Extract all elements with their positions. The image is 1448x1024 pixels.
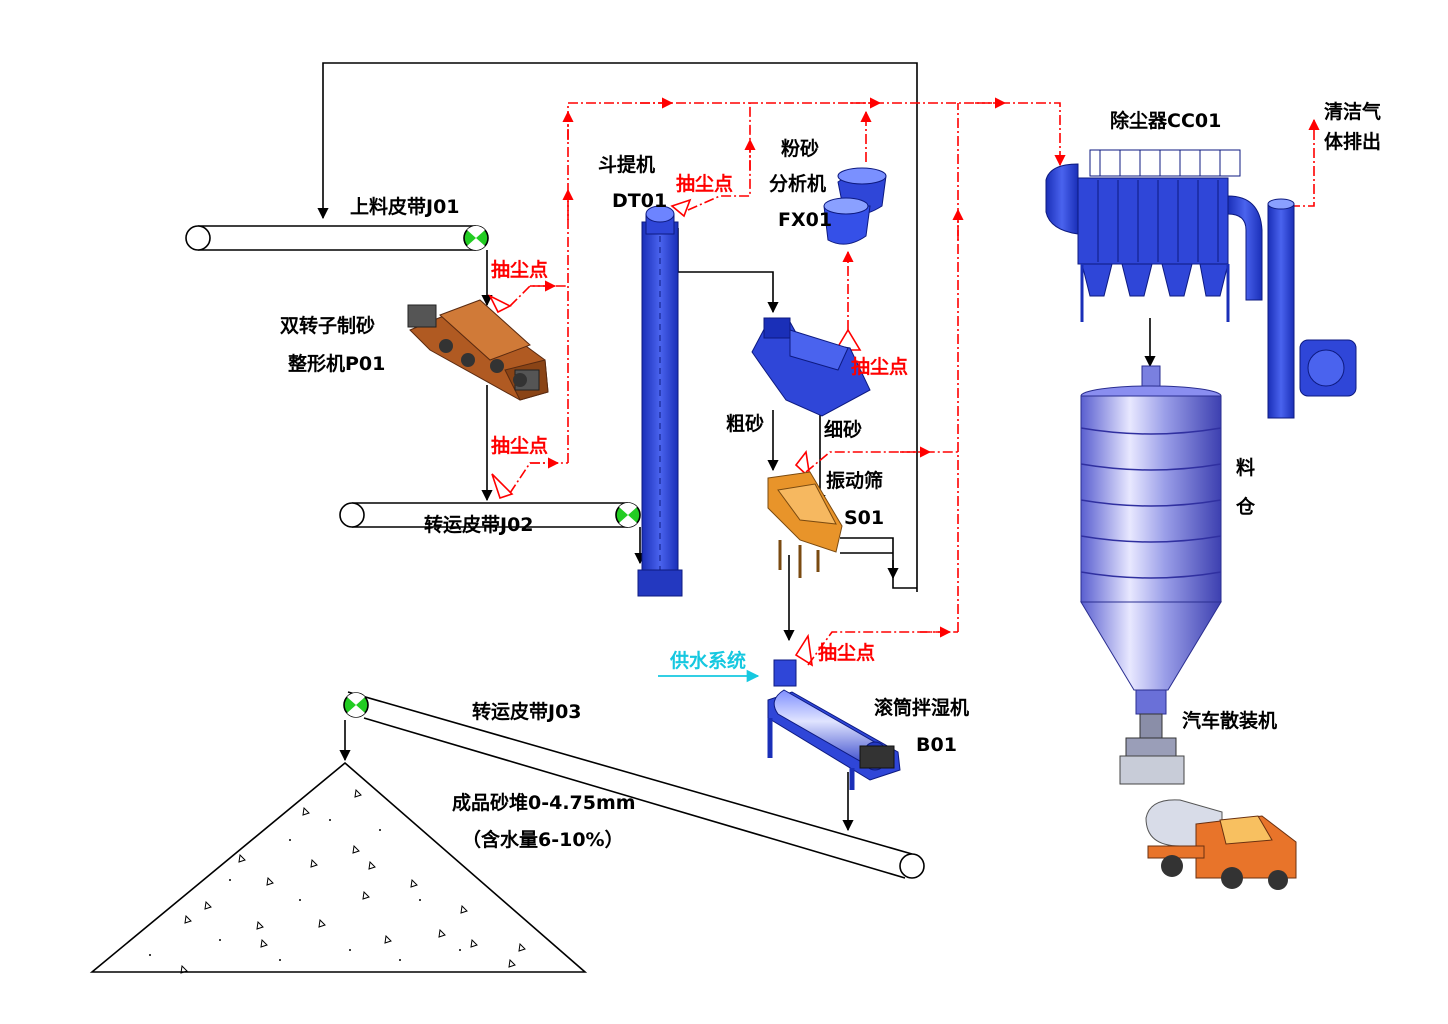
belt-pulleys [185, 225, 925, 879]
label-j03: 转运皮带J03 [472, 700, 582, 723]
material-flow-lines [198, 62, 1156, 879]
truck-loader [1119, 713, 1185, 785]
label-fx01-line3: FX01 [778, 209, 832, 231]
vibrating-screen-s01 [767, 471, 843, 578]
label-truck-loader: 汽车散装机 [1182, 709, 1277, 732]
label-s01-line2: S01 [844, 507, 884, 529]
label-dt01-line1: 斗提机 [598, 153, 655, 176]
tanker-truck [1145, 799, 1297, 890]
label-exhaust-line2: 体排出 [1324, 130, 1381, 153]
label-dust-point-p01: 抽尘点 [491, 258, 548, 281]
label-p01-line2: 整形机P01 [288, 352, 385, 375]
label-water-supply: 供水系统 [669, 649, 746, 672]
equipment-labels: 上料皮带J01 双转子制砂 整形机P01 转运皮带J02 斗提机 DT01 粉砂… [280, 100, 1381, 851]
sand-making-machine-p01 [407, 299, 549, 401]
j01-head-pulley [463, 225, 489, 251]
label-dust-point-dt01: 抽尘点 [676, 172, 733, 195]
label-dust-point-separator: 抽尘点 [851, 355, 908, 378]
label-b01-line1: 滚筒拌湿机 [874, 696, 969, 719]
j01-tail-pulley [185, 225, 211, 251]
label-dust-point-j02: 抽尘点 [491, 434, 548, 457]
dust-collector-cc01 [1045, 149, 1357, 419]
label-dust-point-b01: 抽尘点 [818, 641, 875, 664]
label-pile-line1: 成品砂堆0-4.75mm [452, 791, 636, 814]
label-j01: 上料皮带J01 [350, 195, 460, 218]
label-exhaust-line1: 清洁气 [1324, 100, 1381, 123]
label-p01-line1: 双转子制砂 [280, 314, 375, 337]
label-j02: 转运皮带J02 [424, 513, 534, 536]
dust-extraction-lines [509, 97, 1320, 666]
j03-head-pulley [343, 692, 369, 718]
label-fx01-line1: 粉砂 [781, 137, 819, 160]
dust-point-labels: 抽尘点 抽尘点 抽尘点 抽尘点 抽尘点 [491, 172, 908, 664]
bucket-elevator-dt01 [637, 205, 683, 597]
label-dt01-line2: DT01 [612, 190, 667, 212]
j03-tail-pulley [899, 853, 925, 879]
finished-sand-pile [89, 761, 588, 974]
label-b01-line2: B01 [916, 734, 957, 756]
label-silo-line2: 仓 [1235, 495, 1256, 518]
label-pile-line2: （含水量6-10%） [462, 828, 624, 851]
j02-head-pulley [615, 502, 641, 528]
sand-separator [751, 317, 871, 417]
label-cc01: 除尘器CC01 [1110, 109, 1221, 132]
powder-classifier-fx01 [823, 167, 887, 245]
label-coarse-sand: 粗砂 [726, 412, 764, 435]
label-silo-line1: 料 [1236, 456, 1255, 479]
silo [1080, 365, 1222, 715]
drum-humidifier-b01 [767, 659, 901, 790]
label-fine-sand: 细砂 [824, 418, 862, 441]
j02-tail-pulley [339, 502, 365, 528]
label-s01-line1: 振动筛 [826, 469, 883, 492]
label-fx01-line2: 分析机 [769, 172, 826, 195]
